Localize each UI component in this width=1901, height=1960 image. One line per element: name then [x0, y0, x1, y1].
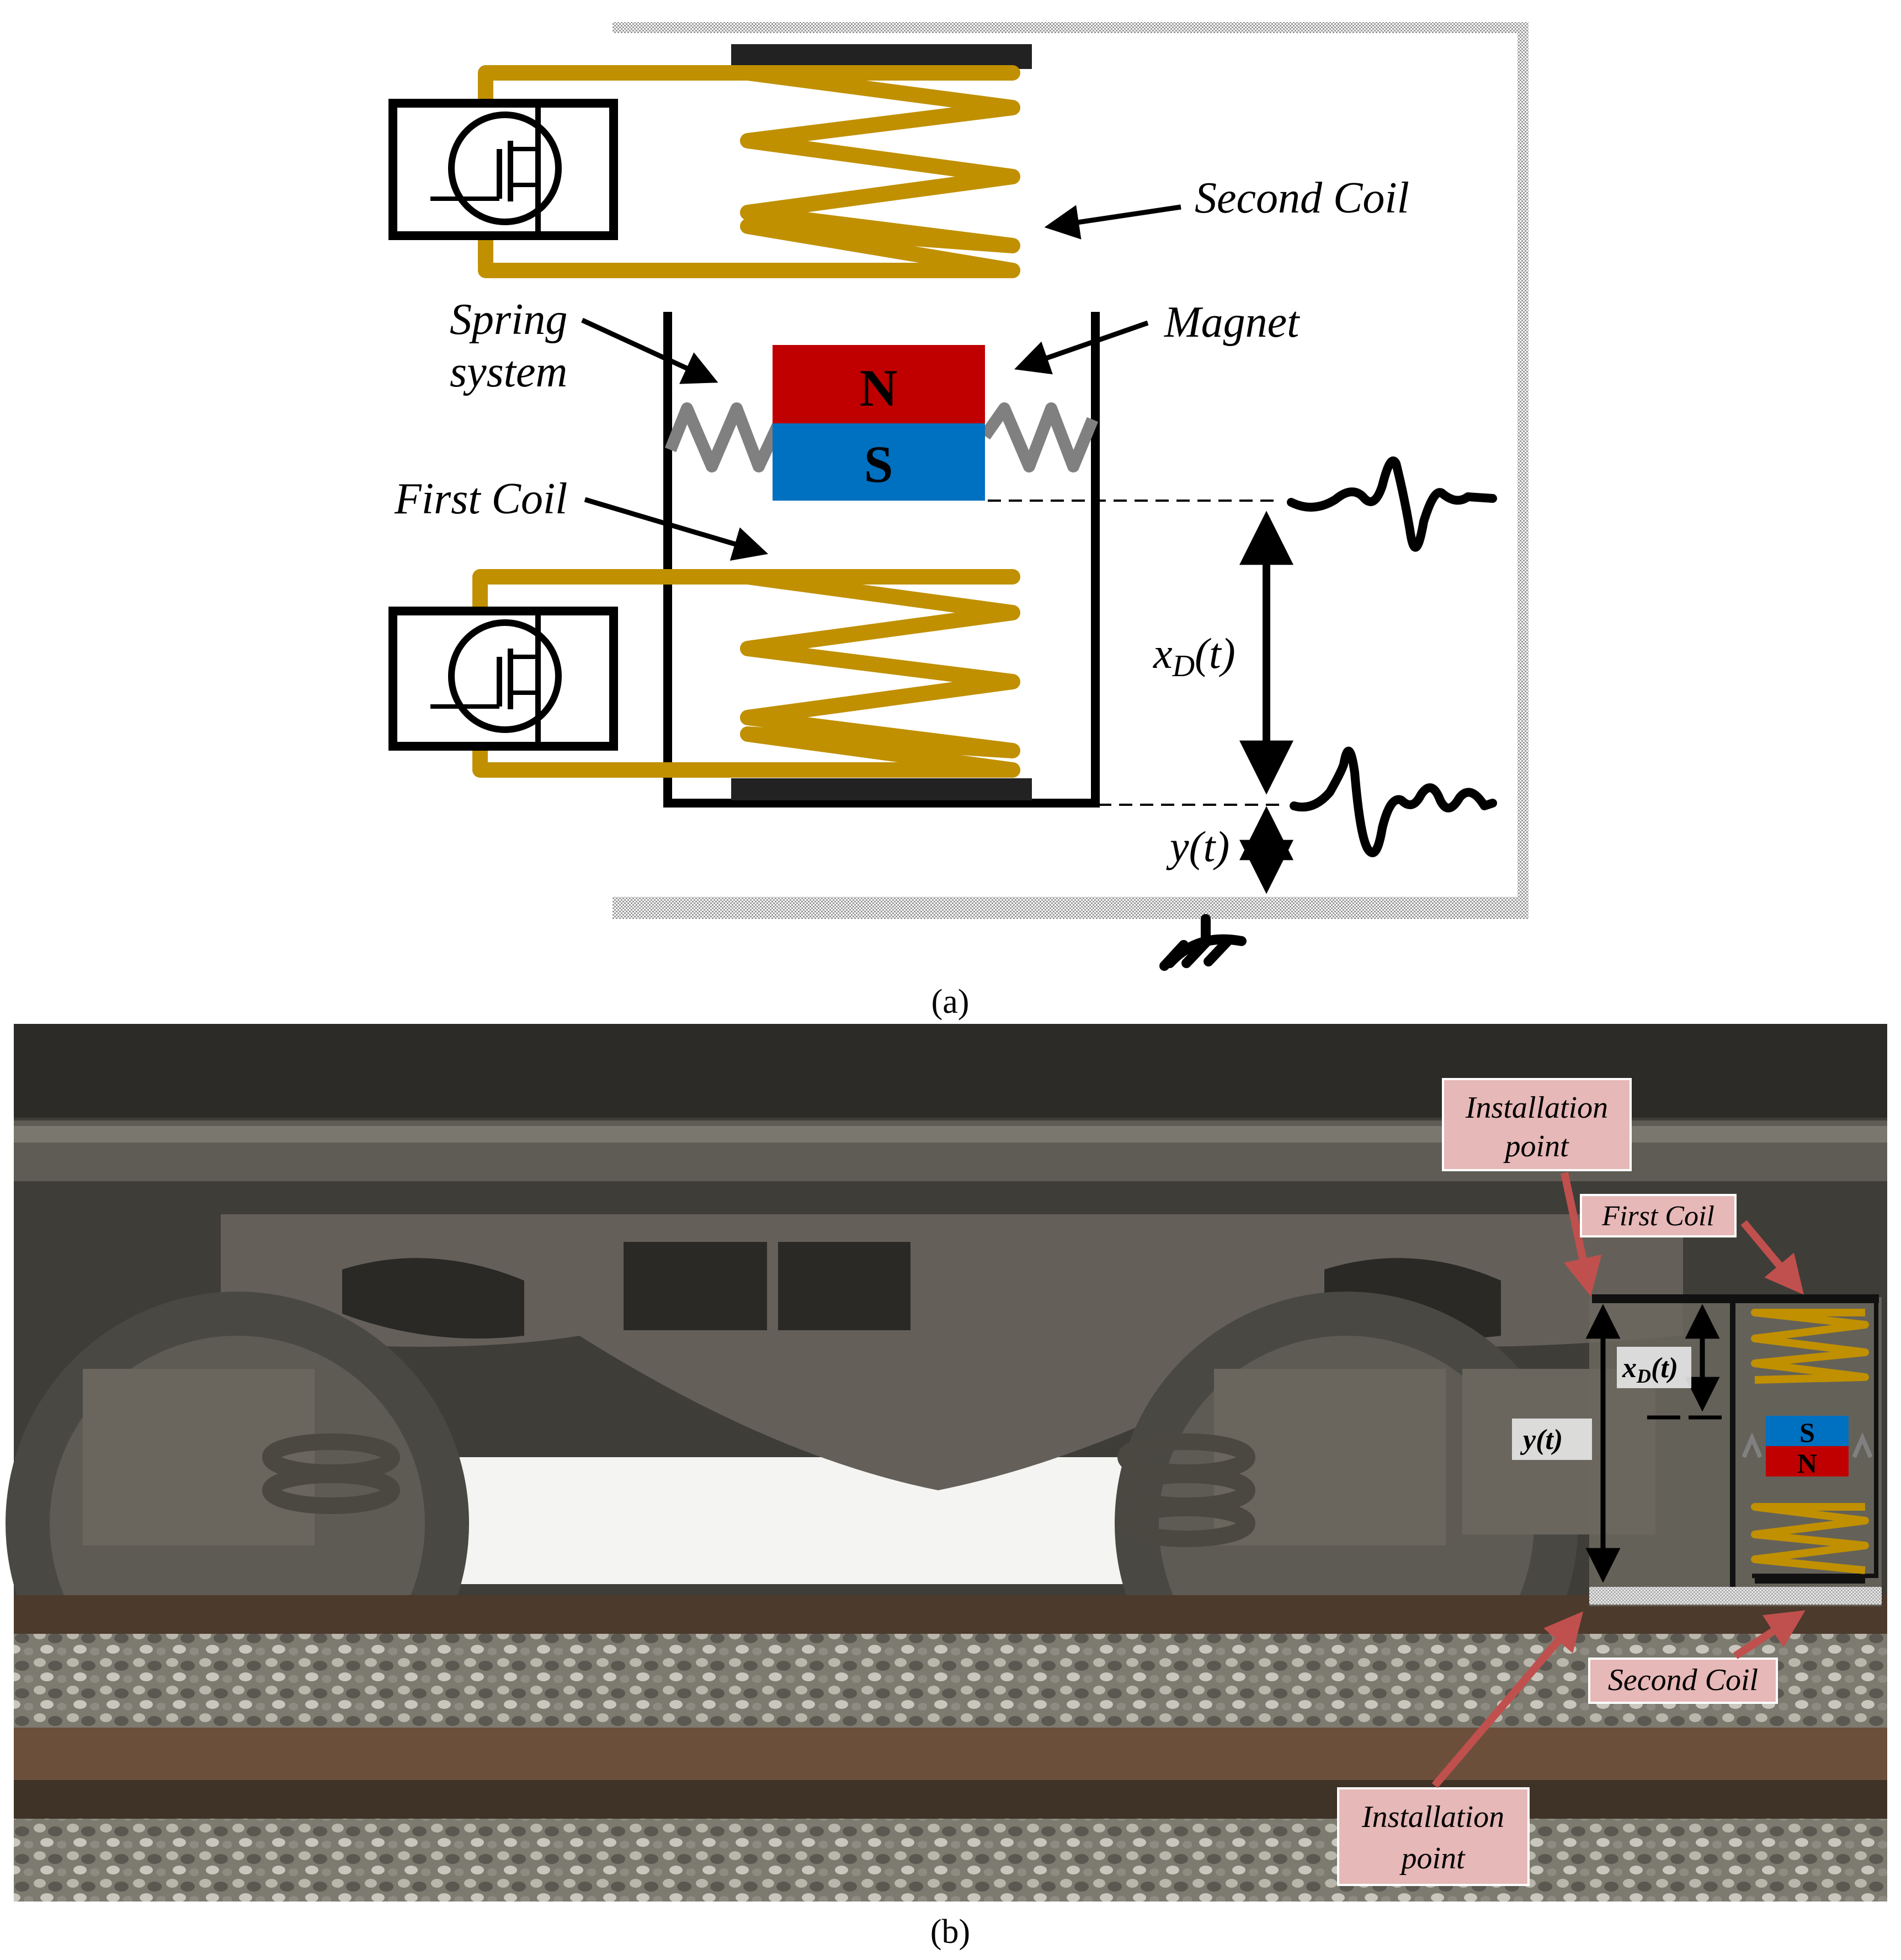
arrow-magnet: [1014, 320, 1149, 375]
ground-icon: [1159, 914, 1247, 971]
magnet: N S: [773, 345, 985, 501]
label-first-coil: First Coil: [394, 475, 567, 523]
inset-label-xd: xD(t): [1622, 1352, 1678, 1387]
svg-text:Installation: Installation: [1465, 1091, 1608, 1125]
waveform-top-icon: [1287, 456, 1497, 552]
arrow-spring-system: [581, 317, 718, 384]
svg-text:Second Coil: Second Coil: [1608, 1663, 1758, 1697]
waveform-bottom-icon: [1290, 747, 1497, 857]
caption-b: (b): [930, 1913, 970, 1951]
callout-installation-top: Installation point: [1442, 1078, 1632, 1297]
first-coil-plate: [731, 778, 1032, 800]
arrow-first-coil: [584, 497, 769, 561]
svg-text:S: S: [864, 435, 893, 493]
label-spring-system-2: system: [450, 348, 567, 396]
label-second-coil: Second Coil: [1195, 174, 1409, 222]
device-inset: S N xD(t) y(t): [1512, 1294, 1882, 1606]
panel-b: S N xD(t) y(t) Installation point: [6, 1024, 1887, 1951]
inset-label-y: y(t): [1520, 1424, 1563, 1456]
callout-second-coil: Second Coil: [1588, 1610, 1806, 1704]
svg-text:First Coil: First Coil: [1601, 1201, 1714, 1232]
spring-right: [979, 402, 1099, 472]
inner-housing: [663, 312, 1100, 808]
outer-housing: [613, 22, 1529, 919]
transistor-switch-icon: [388, 99, 618, 240]
label-xd: xD(t): [1153, 629, 1236, 683]
svg-text:N: N: [1797, 1448, 1817, 1479]
svg-text:point: point: [1399, 1841, 1466, 1876]
svg-text:N: N: [860, 359, 898, 417]
callout-first-coil: First Coil: [1580, 1194, 1804, 1295]
panel-a: Second Coil N S Spring system Magnet Fir…: [388, 22, 1529, 1021]
label-spring-system-1: Spring: [450, 295, 567, 344]
caption-a: (a): [931, 983, 970, 1021]
svg-text:S: S: [1799, 1417, 1815, 1448]
second-coil-plate: [731, 44, 1032, 69]
label-magnet: Magnet: [1164, 298, 1300, 347]
svg-text:point: point: [1503, 1129, 1569, 1164]
label-y: y(t): [1166, 822, 1229, 870]
arrow-second-coil: [1044, 204, 1181, 240]
svg-text:Installation: Installation: [1361, 1800, 1504, 1834]
callout-installation-bottom: Installation point: [1337, 1611, 1584, 1886]
transistor-switch-icon: [388, 607, 618, 751]
